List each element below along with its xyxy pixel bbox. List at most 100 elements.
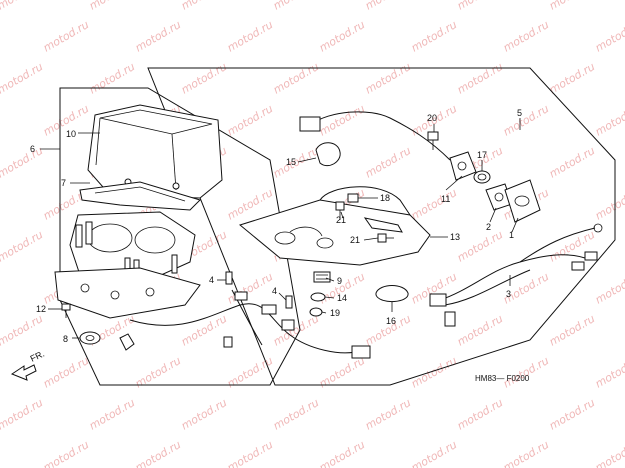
watermark-text: motod.ru	[0, 144, 45, 181]
watermark-text: motod.ru	[455, 228, 505, 265]
watermark-text: motod.ru	[225, 270, 275, 307]
watermark-text: motod.ru	[455, 312, 505, 349]
watermark-text: motod.ru	[133, 18, 183, 55]
front-label: FR.	[29, 349, 46, 364]
watermark-text: motod.ru	[547, 144, 597, 181]
callout-17: 17	[477, 150, 487, 160]
watermark-text: motod.ru	[271, 0, 321, 13]
watermark-text: motod.ru	[593, 270, 625, 307]
meter-cover-part-10	[87, 104, 223, 199]
nut-part-19	[309, 307, 323, 317]
callout-12: 12	[36, 304, 46, 314]
watermark-text: motod.ru	[409, 186, 459, 223]
callout-5: 5	[517, 108, 522, 118]
watermark-text: motod.ru	[0, 396, 45, 433]
watermark-text: motod.ru	[363, 144, 413, 181]
bulb-part-4-b	[285, 295, 293, 309]
watermark-text: motod.ru	[179, 312, 229, 349]
harness-part-3	[429, 223, 603, 327]
watermark-text: motod.ru	[363, 60, 413, 97]
callout-6: 6	[30, 144, 35, 154]
watermark-text: motod.ru	[179, 396, 229, 433]
watermark-text: motod.ru	[179, 0, 229, 13]
front-direction-marker: FR.	[10, 349, 46, 381]
watermark-text: motod.ru	[225, 18, 275, 55]
callout-19: 19	[330, 308, 340, 318]
watermark-text: motod.ru	[409, 18, 459, 55]
bolt-part-21-a	[335, 201, 345, 220]
collar-part-14	[310, 292, 326, 302]
clamp-part-15	[315, 142, 341, 167]
housing-part-1	[504, 179, 541, 223]
watermark-text: motod.ru	[271, 312, 321, 349]
watermark-text: motod.ru	[317, 102, 367, 139]
callout-7: 7	[61, 178, 66, 188]
watermark-text: motod.ru	[41, 18, 91, 55]
callout-4-b: 4	[272, 286, 277, 296]
watermark-text: motod.ru	[0, 0, 45, 13]
watermark-text: motod.ru	[87, 396, 137, 433]
watermark-text: motod.ru	[547, 396, 597, 433]
watermark-text: motod.ru	[133, 438, 183, 468]
watermark-text: motod.ru	[271, 144, 321, 181]
watermark-text: motod.ru	[547, 60, 597, 97]
watermark-text: motod.ru	[501, 18, 551, 55]
watermark-text: motod.ru	[0, 60, 45, 97]
watermark-text: motod.ru	[179, 60, 229, 97]
callout-1: 1	[509, 230, 514, 240]
speed-sensor-part-11	[299, 111, 477, 181]
callout-2: 2	[486, 222, 491, 232]
callout-11: 11	[441, 194, 450, 204]
meter-wire-harness	[129, 289, 371, 359]
watermark-text: motod.ru	[87, 0, 137, 13]
watermark-text: motod.ru	[455, 396, 505, 433]
spring-part-9	[313, 271, 331, 283]
bracket-clip	[363, 217, 403, 233]
watermark-text: motod.ru	[271, 60, 321, 97]
watermark-text: motod.ru	[225, 438, 275, 468]
grommet-part-8	[79, 331, 101, 345]
watermark-text: motod.ru	[547, 0, 597, 13]
watermark-text: motod.ru	[41, 354, 91, 391]
drawing-code: HM83— F0200	[475, 374, 530, 383]
bulb-part-4-a	[225, 271, 233, 285]
watermark-text: motod.ru	[501, 102, 551, 139]
callout-21-a: 21	[336, 215, 346, 225]
callout-14: 14	[337, 293, 347, 303]
bracket-part-13	[238, 186, 431, 266]
watermark-text: motod.ru	[41, 438, 91, 468]
callout-8: 8	[63, 334, 68, 344]
callout-20: 20	[427, 113, 437, 123]
callout-10: 10	[66, 129, 76, 139]
watermark-text: motod.ru	[363, 396, 413, 433]
callout-18: 18	[380, 193, 390, 203]
watermark-text: motod.ru	[593, 102, 625, 139]
front-arrow-icon	[10, 364, 37, 381]
band-part-16	[375, 285, 409, 302]
callout-15: 15	[286, 157, 296, 167]
assembly-6-outline	[59, 87, 301, 386]
o-ring-part-17	[473, 170, 491, 184]
callout-4-a: 4	[209, 275, 214, 285]
screw-part-12	[61, 303, 71, 318]
watermark-text: motod.ru	[501, 438, 551, 468]
meter-body	[69, 211, 196, 281]
callout-16: 16	[386, 316, 396, 326]
watermark-text: motod.ru	[271, 396, 321, 433]
meter-base-plate	[54, 267, 201, 319]
leader-lines	[40, 118, 521, 339]
watermark-text: motod.ru	[0, 312, 45, 349]
callout-3: 3	[506, 289, 511, 299]
watermark-text: motod.ru	[593, 438, 625, 468]
watermark-text: motod.ru	[87, 60, 137, 97]
clip	[119, 333, 135, 351]
watermark-text: motod.ru	[593, 18, 625, 55]
watermark-text: motod.ru	[317, 438, 367, 468]
bolt-part-18	[347, 193, 359, 203]
watermark-text: motod.ru	[225, 102, 275, 139]
watermark-text: motod.ru	[547, 312, 597, 349]
watermark-text: motod.ru	[455, 0, 505, 13]
watermark-text: motod.ru	[455, 60, 505, 97]
